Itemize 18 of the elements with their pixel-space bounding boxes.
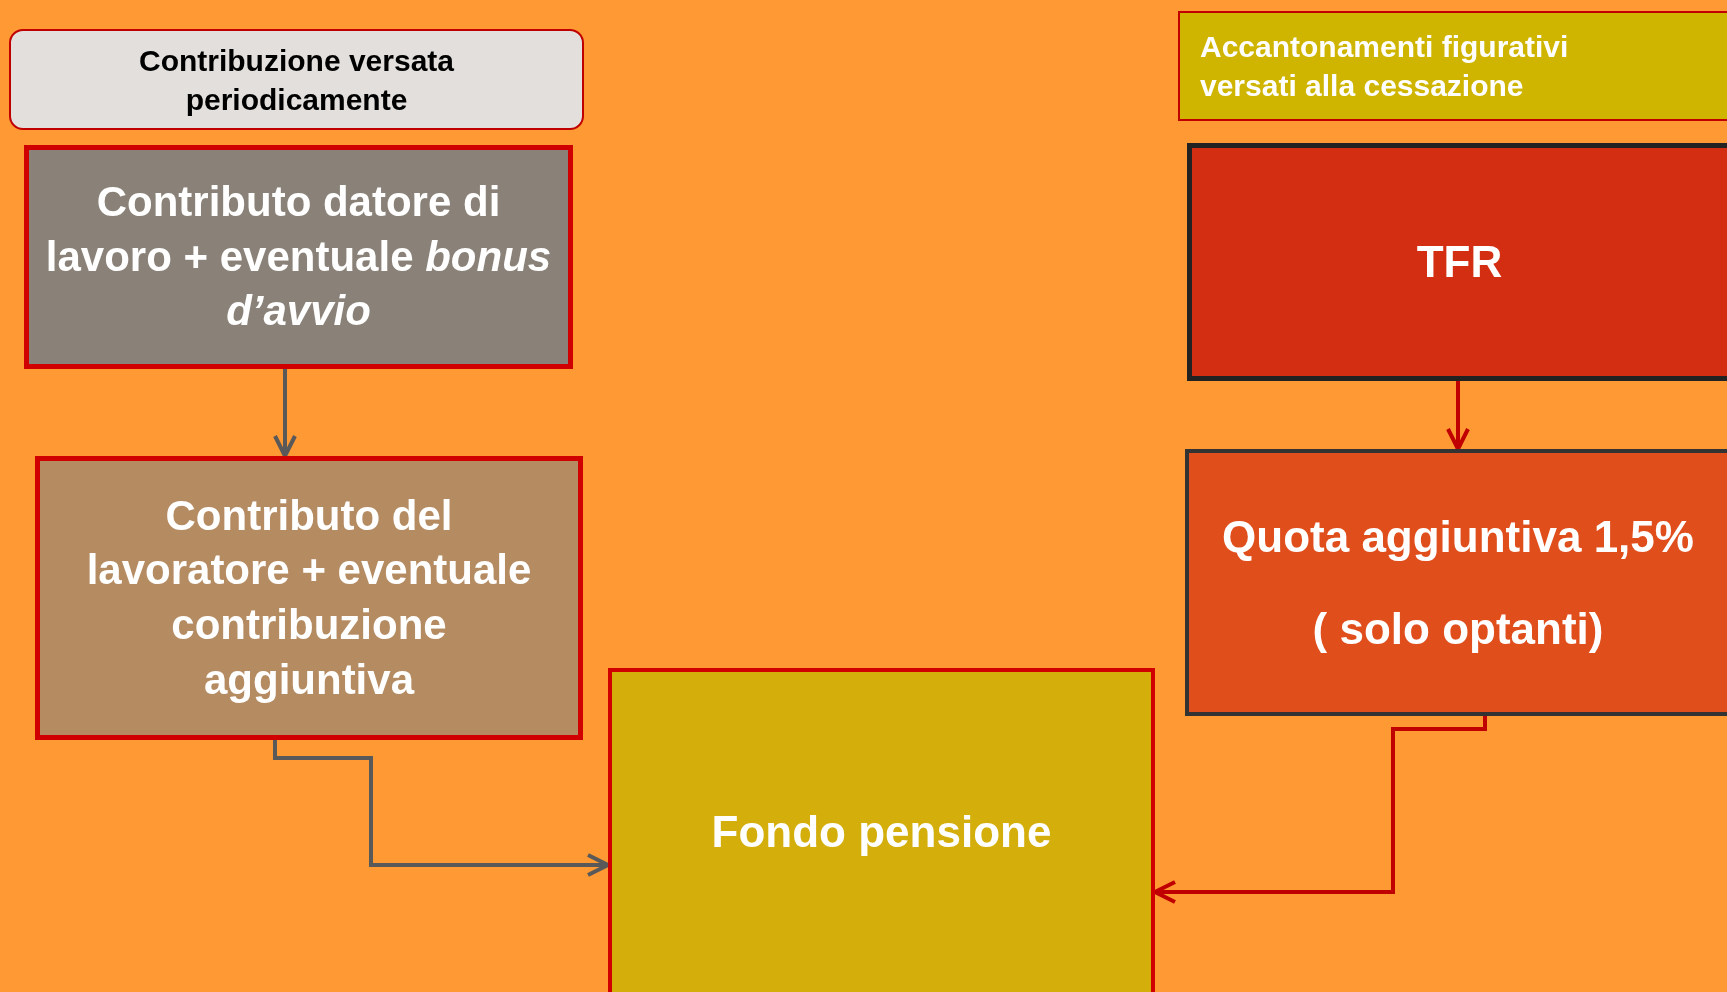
process-box bbox=[35, 456, 583, 740]
header-text: Accantonamenti figurativi versati alla cessazione bbox=[1200, 29, 1570, 104]
arrow bbox=[273, 740, 610, 877]
arrow bbox=[1446, 381, 1470, 451]
box-text: Quota aggiuntiva 1,5% bbox=[1222, 511, 1694, 564]
box-text: Fondo pensione bbox=[711, 806, 1052, 859]
header-box bbox=[9, 29, 584, 130]
box-text: TFR bbox=[1416, 236, 1503, 289]
box-text: Contributo datore di lavoro + eventuale bonus d’avvio bbox=[44, 177, 553, 337]
fund-box bbox=[608, 668, 1155, 992]
header-text: Contribuzione versata periodicamente bbox=[137, 42, 456, 118]
box-text: Contributo del lavoratore + eventuale contribuzione aggiuntiva bbox=[85, 490, 533, 705]
process-box bbox=[1187, 143, 1727, 381]
process-box bbox=[1185, 449, 1727, 716]
box-text: ( solo optanti) bbox=[1312, 602, 1604, 655]
arrow bbox=[273, 369, 297, 458]
process-box bbox=[24, 145, 573, 369]
header-box bbox=[1178, 11, 1727, 121]
